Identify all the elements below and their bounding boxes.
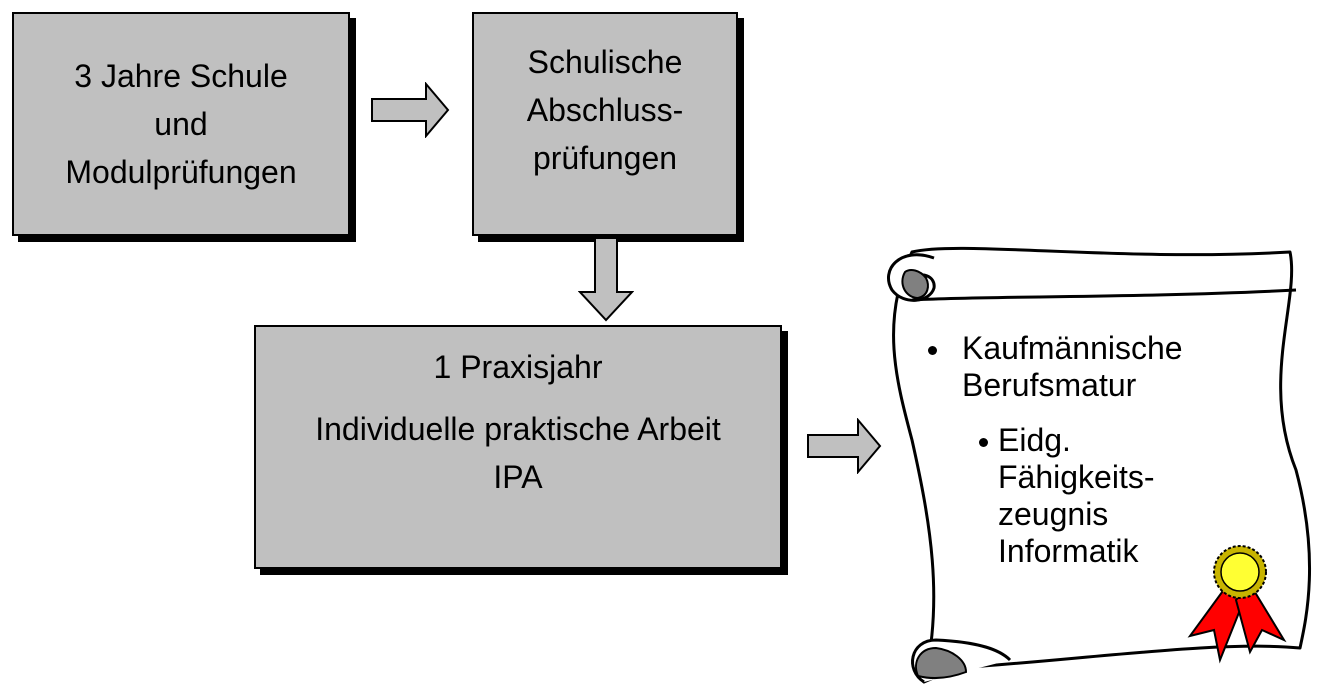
final-exams-line-2: Abschluss- xyxy=(526,92,684,128)
block-arrow-right-icon xyxy=(807,418,882,474)
certificate-item-2-line-4: Informatik xyxy=(998,533,1139,569)
certificate-item-2-line-2: Fähigkeits- xyxy=(998,459,1155,495)
final-exams-box: Schulische Abschluss- prüfungen xyxy=(472,12,738,236)
practice-work-abbreviation: IPA xyxy=(493,459,543,495)
final-exams-line-3: prüfungen xyxy=(532,140,678,176)
block-arrow-down-icon xyxy=(578,237,634,322)
practice-year-title: 1 Praxisjahr xyxy=(433,349,603,385)
certificate-item-1: Kaufmännische Berufsmatur xyxy=(962,330,1183,404)
certificate-item-2: Eidg. Fähigkeits- zeugnis Informatik xyxy=(998,422,1155,570)
school-years-line-2: und xyxy=(154,106,208,142)
school-years-line-3: Modulprüfungen xyxy=(65,154,297,190)
practice-year-box: 1 Praxisjahr Individuelle praktische Arb… xyxy=(254,325,782,569)
school-years-box: 3 Jahre Schule und Modulprüfungen xyxy=(12,12,350,236)
practice-work-label: Individuelle praktische Arbeit xyxy=(315,411,721,447)
certificate-item-2-line-3: zeugnis xyxy=(998,496,1109,532)
certificate-bullet-1 xyxy=(928,346,937,355)
block-arrow-right-icon xyxy=(371,82,450,138)
certificate-item-1-line-2: Berufsmatur xyxy=(962,367,1137,403)
certificate-bullet-2 xyxy=(979,438,988,447)
final-exams-line-1: Schulische xyxy=(527,44,683,80)
school-years-line-1: 3 Jahre Schule xyxy=(74,58,288,94)
certificate-item-2-line-1: Eidg. xyxy=(998,422,1071,458)
award-seal-icon xyxy=(1187,545,1287,664)
certificate-item-1-line-1: Kaufmännische xyxy=(962,330,1183,366)
